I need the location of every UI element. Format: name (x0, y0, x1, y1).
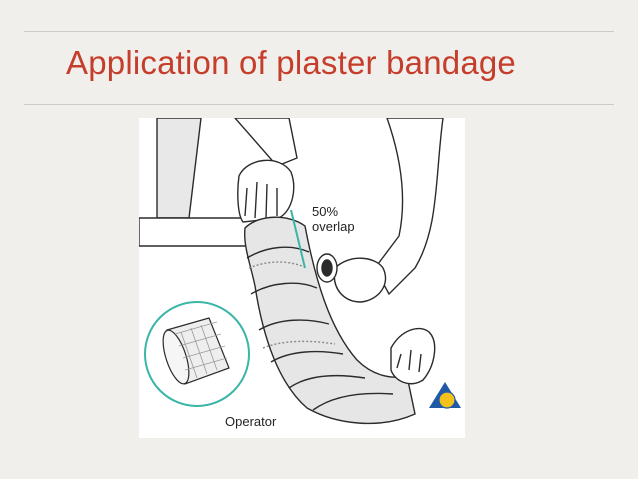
operator-arm (316, 118, 444, 303)
overlap-indicator-line (290, 209, 306, 269)
helper-arm (234, 118, 298, 223)
overlap-percent-label: 50% (312, 204, 339, 219)
publisher-logo (429, 382, 461, 409)
bandaged-leg (243, 216, 416, 425)
slide-title: Application of plaster bandage (66, 44, 516, 81)
title-divider (24, 104, 614, 105)
bandage-roll-inset (144, 301, 250, 407)
plaster-bandage-illustration: 50% overlap Operator (139, 118, 465, 438)
top-divider (24, 31, 614, 32)
operator-label: Operator (225, 414, 277, 429)
illustration-drawing (139, 118, 461, 425)
overlap-text-label: overlap (312, 219, 355, 234)
operator-foot-hand (390, 327, 436, 385)
